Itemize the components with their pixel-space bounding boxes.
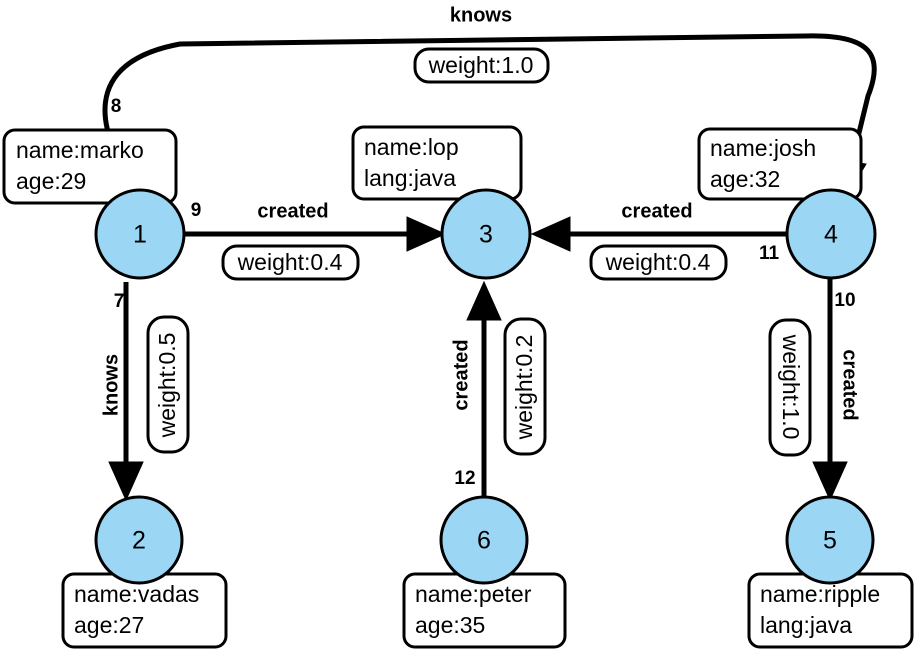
vertex-5-properties: name:ripple lang:java: [747, 572, 914, 649]
edge-12-weight-box: [503, 317, 547, 456]
edge-12-id: 12: [454, 468, 475, 489]
vertex-5-prop-line2: lang:java: [760, 612, 852, 638]
vertex-2-properties: name:vadas age:27: [61, 572, 228, 649]
vertex-6-properties: name:peter age:35: [402, 572, 567, 649]
vertex-6[interactable]: 6: [439, 495, 529, 585]
vertex-4-properties: name:josh age:32: [697, 127, 863, 201]
edge-12-weight-text: weight:0.2: [511, 335, 537, 441]
edge-8-weight: weight:1.0: [413, 47, 550, 84]
edge-11-weight-box: [589, 244, 728, 281]
vertex-1-prop-line2: age:29: [16, 168, 86, 194]
vertex-5-id: 5: [823, 527, 837, 555]
edge-10-weight-box: [768, 318, 812, 457]
edge-8-weight-box: [413, 47, 550, 84]
vertex-3-prop-line1: name:lop: [364, 134, 459, 160]
vertex-2-prop-line2: age:27: [74, 612, 144, 638]
vertex-1-prop-box: [2, 128, 178, 205]
vertex-3-prop-line2: lang:java: [364, 165, 456, 191]
vertex-1-id: 1: [133, 221, 147, 249]
edge-10-label: created: [839, 349, 861, 420]
edge-7-knows[interactable]: [108, 282, 144, 502]
vertex-3-id: 3: [479, 221, 493, 249]
vertex-4-circle: [785, 188, 877, 280]
edge-9-weight-text: weight:0.4: [237, 249, 343, 275]
vertex-4-id: 4: [824, 221, 838, 249]
vertex-1-circle: [94, 188, 186, 280]
edge-11-arrowhead: [530, 216, 571, 252]
vertex-5-prop-line1: name:ripple: [760, 581, 880, 607]
vertex-4-prop-line2: age:32: [710, 166, 780, 192]
vertex-1-prop-line1: name:marko: [16, 137, 144, 163]
edge-10-weight: weight:1.0: [768, 318, 812, 457]
vertex-6-id: 6: [477, 527, 491, 555]
vertex-5[interactable]: 5: [785, 495, 875, 585]
vertex-1-properties: name:marko age:29: [2, 128, 178, 205]
edge-12-created[interactable]: [466, 280, 502, 500]
edge-9-label: created: [257, 200, 328, 222]
edge-12-arrowhead: [466, 280, 502, 321]
edge-10-arrowhead: [812, 461, 848, 502]
edge-11-id: 11: [759, 243, 780, 264]
vertex-3-circle: [440, 188, 532, 280]
edge-9-id: 9: [191, 200, 202, 221]
edge-7-weight: weight:0.5: [146, 315, 190, 454]
edge-11-created[interactable]: [530, 216, 790, 252]
vertex-3[interactable]: 3: [440, 188, 532, 280]
edge-8-id: 8: [111, 96, 122, 117]
edge-11-weight: weight:0.4: [589, 244, 728, 281]
vertex-6-circle: [439, 495, 529, 585]
edge-10-created[interactable]: [812, 278, 848, 502]
vertex-1[interactable]: 1: [94, 188, 186, 280]
edge-11-label: created: [621, 200, 692, 222]
edge-9-weight-box: [221, 244, 360, 281]
vertex-3-prop-box: [351, 125, 523, 201]
edge-7-label: knows: [100, 354, 122, 416]
edge-7-arrowhead: [108, 461, 144, 502]
vertex-2-prop-line1: name:vadas: [74, 581, 199, 607]
edge-12-weight: weight:0.2: [503, 317, 547, 456]
edge-9-weight: weight:0.4: [221, 244, 360, 281]
vertex-2-id: 2: [132, 527, 146, 555]
edge-7-weight-box: [146, 315, 190, 454]
vertex-6-prop-line2: age:35: [415, 612, 485, 638]
edge-10-weight-text: weight:1.0: [778, 334, 804, 440]
vertex-5-circle: [785, 495, 875, 585]
vertex-2[interactable]: 2: [94, 495, 184, 585]
vertex-4-prop-line1: name:josh: [710, 135, 816, 161]
vertex-3-properties: name:lop lang:java: [351, 125, 523, 201]
edge-7-weight-text: weight:0.5: [154, 333, 180, 439]
vertex-6-prop-line1: name:peter: [415, 581, 532, 607]
edge-7-id: 7: [114, 291, 125, 312]
vertex-4-prop-box: [697, 127, 863, 201]
edge-11-weight-text: weight:0.4: [605, 249, 711, 275]
edge-8-weight-text: weight:1.0: [428, 52, 534, 78]
edge-9-arrowhead: [406, 216, 447, 252]
vertex-2-circle: [94, 495, 184, 585]
edge-10-id: 10: [834, 290, 855, 311]
edge-9-created[interactable]: [180, 216, 447, 252]
edge-12-label: created: [450, 339, 472, 410]
edge-8-label: knows: [450, 4, 512, 26]
vertex-4[interactable]: 4: [785, 188, 877, 280]
